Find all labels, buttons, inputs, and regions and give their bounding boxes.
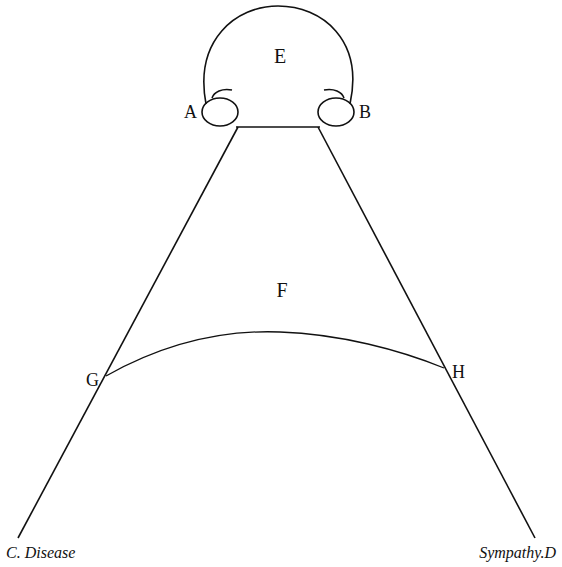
base-line [236,126,320,128]
region-letter: F [276,280,287,300]
inner-arc [324,89,344,98]
ganglion-a [202,98,238,126]
left-line [18,127,238,538]
inner-arc [212,89,232,98]
right-line [318,127,535,538]
point-letter: H [452,363,465,381]
end-caption: Sympathy.D [479,545,556,561]
end-caption: C. Disease [6,545,75,561]
region-letter: E [274,46,286,66]
gh-curve [106,332,444,376]
part-letter: A [184,103,197,121]
point-letter: G [86,371,99,389]
head-outline [204,6,353,104]
ganglion-b [318,98,354,126]
part-letter: B [359,103,371,121]
